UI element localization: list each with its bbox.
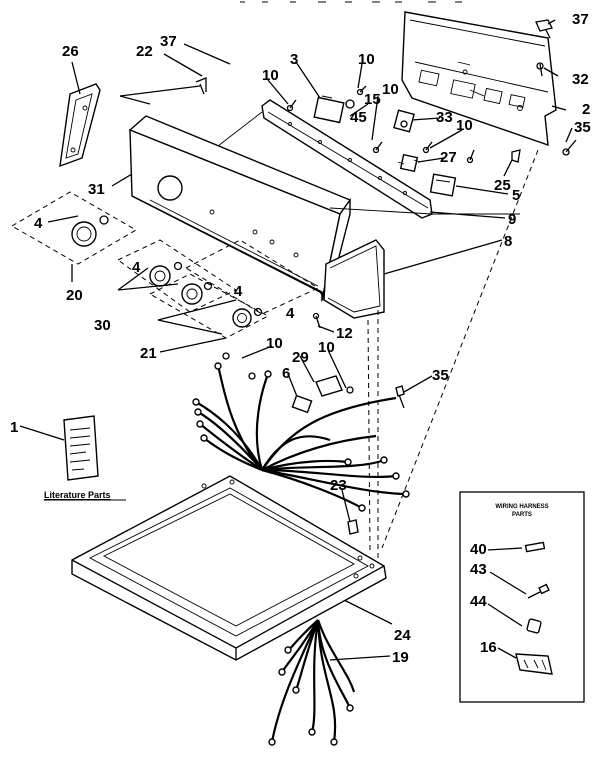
callout-10-f: 10 <box>318 339 335 356</box>
callout-23: 23 <box>330 477 347 494</box>
callout-35: 35 <box>574 119 591 136</box>
callout-45: 45 <box>350 109 367 126</box>
end-cap-left <box>59 83 101 168</box>
callout-43: 43 <box>470 561 487 578</box>
harness-box-subtitle: PARTS <box>512 512 532 518</box>
literature-booklet <box>63 415 99 481</box>
wiring-harness-parts-box: WIRING HARNESS PARTS <box>459 491 585 703</box>
callout-3: 3 <box>290 51 298 68</box>
screw-37-top <box>535 19 553 39</box>
callout-10-c: 10 <box>382 81 399 98</box>
callout-16: 16 <box>480 639 497 656</box>
screw-22-37 <box>195 77 207 95</box>
callout-33: 33 <box>436 109 453 126</box>
callout-10-b: 10 <box>262 67 279 84</box>
switch-5 <box>429 173 457 197</box>
rear-panel <box>401 11 557 147</box>
callout-29: 29 <box>292 349 309 366</box>
callout-19: 19 <box>392 649 409 666</box>
callout-5: 5 <box>512 187 520 204</box>
callout-12: 12 <box>336 325 353 342</box>
screw-32 <box>536 62 544 77</box>
knob-group-20 <box>11 191 137 282</box>
screws-10-row <box>286 85 475 164</box>
wiring-harness-lower <box>268 619 356 746</box>
switch-27 <box>397 153 421 173</box>
callout-2: 2 <box>582 101 590 118</box>
callout-32: 32 <box>572 71 589 88</box>
callout-1: 1 <box>10 419 18 436</box>
switch-33 <box>393 109 415 133</box>
connector-6 <box>291 394 313 414</box>
callout-4-d: 4 <box>286 305 295 322</box>
harness-part-16 <box>515 653 553 675</box>
screw-35-top <box>562 139 577 156</box>
callout-30: 30 <box>94 317 111 334</box>
clip-25 <box>511 149 521 163</box>
callout-8: 8 <box>504 233 512 250</box>
screw-10-lower <box>222 352 354 394</box>
callout-4-c: 4 <box>234 283 243 300</box>
timer-3 <box>313 95 355 124</box>
callout-15: 15 <box>364 91 381 108</box>
callout-31: 31 <box>88 181 105 198</box>
callout-24: 24 <box>394 627 411 644</box>
callout-20: 20 <box>66 287 83 304</box>
callout-labels: 37 32 2 35 26 22 37 3 10 10 10 15 45 33 … <box>10 11 591 666</box>
wiring-harness-upper <box>192 362 410 512</box>
callout-10-a: 10 <box>358 51 375 68</box>
clip-23 <box>347 519 359 535</box>
callout-44: 44 <box>470 593 487 610</box>
bracket-29 <box>315 375 343 397</box>
callout-25: 25 <box>494 177 511 194</box>
callout-37: 37 <box>572 11 589 28</box>
callout-10-e: 10 <box>266 335 283 352</box>
callout-21: 21 <box>140 345 157 362</box>
callout-22: 22 <box>136 43 153 60</box>
literature-parts-label: Literature Parts <box>44 490 111 500</box>
knob-group-21 <box>117 239 320 339</box>
callout-37b: 37 <box>160 33 177 50</box>
callout-4-b: 4 <box>132 259 141 276</box>
callout-35-b: 35 <box>432 367 449 384</box>
callout-10-d: 10 <box>456 117 473 134</box>
callout-4-a: 4 <box>34 215 43 232</box>
console-back-frame <box>217 99 520 219</box>
sensor-35 <box>395 385 405 409</box>
harness-part-40 <box>524 541 546 553</box>
end-cap-right <box>323 239 385 319</box>
alignment-lines <box>367 149 539 560</box>
harness-box-title: WIRING HARNESS <box>495 504 548 510</box>
leader-lines <box>19 19 573 661</box>
callout-40: 40 <box>470 541 487 558</box>
callout-6: 6 <box>282 365 290 382</box>
callout-27: 27 <box>440 149 457 166</box>
harness-part-43 <box>527 583 550 599</box>
top-panel <box>71 475 387 661</box>
harness-part-44 <box>526 618 542 634</box>
callout-9: 9 <box>508 211 516 228</box>
callout-26: 26 <box>62 43 79 60</box>
